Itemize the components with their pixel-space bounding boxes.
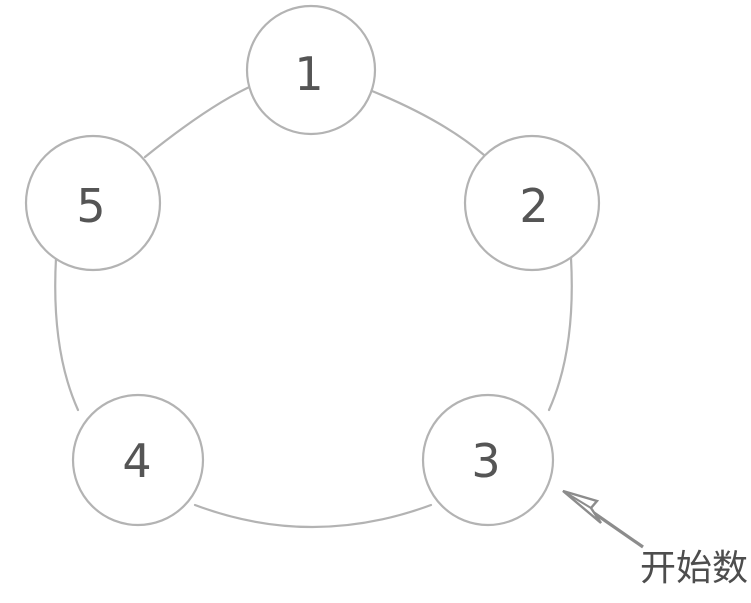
node-label-4: 4 <box>122 434 151 488</box>
annotation-arrow <box>562 489 644 549</box>
node-label-2: 2 <box>519 179 548 233</box>
start-count-annotation-label: 开始数 <box>640 548 749 589</box>
node-circle-5[interactable] <box>24 134 162 272</box>
edge-group <box>54 82 573 529</box>
node-label-5: 5 <box>76 179 105 233</box>
edge-1-to-2 <box>370 89 486 157</box>
arrow-head-icon <box>562 489 602 524</box>
arrow-shaft-line <box>593 511 644 549</box>
edge-2-to-3 <box>547 256 573 412</box>
node-circle-3[interactable] <box>421 393 555 527</box>
edge-4-to-5 <box>54 256 80 412</box>
node-label-group: 1 2 3 4 5 <box>76 47 548 488</box>
edge-5-to-1 <box>143 82 258 159</box>
node-label-3: 3 <box>471 434 500 488</box>
arrow-head-crease <box>562 490 592 509</box>
node-circle-2[interactable] <box>463 134 601 272</box>
node-label-1: 1 <box>294 47 323 101</box>
edge-3-to-4 <box>193 503 433 529</box>
node-group <box>24 4 601 527</box>
node-circle-1[interactable] <box>245 4 377 136</box>
node-circle-4[interactable] <box>71 393 205 527</box>
